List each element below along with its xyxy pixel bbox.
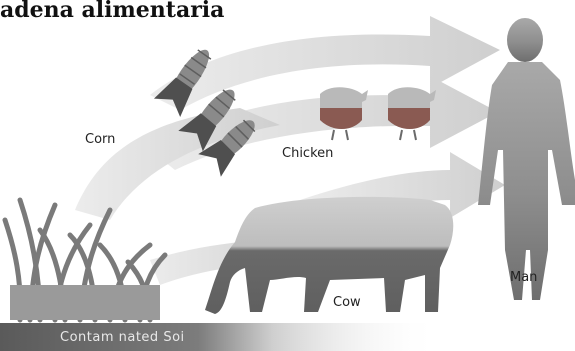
chicken [320, 87, 368, 140]
label-cow: Cow [333, 295, 361, 310]
cow-silhouette [205, 197, 453, 314]
diagram-title: adena alimentaria [0, 0, 224, 23]
label-contaminated-soil: Contam nated Soi [60, 330, 185, 345]
label-corn: Corn [85, 132, 115, 147]
plant-base [10, 285, 160, 320]
chicken [388, 87, 436, 140]
man-silhouette [478, 18, 575, 300]
label-chicken: Chicken [282, 146, 333, 161]
label-man: Man [510, 270, 537, 285]
